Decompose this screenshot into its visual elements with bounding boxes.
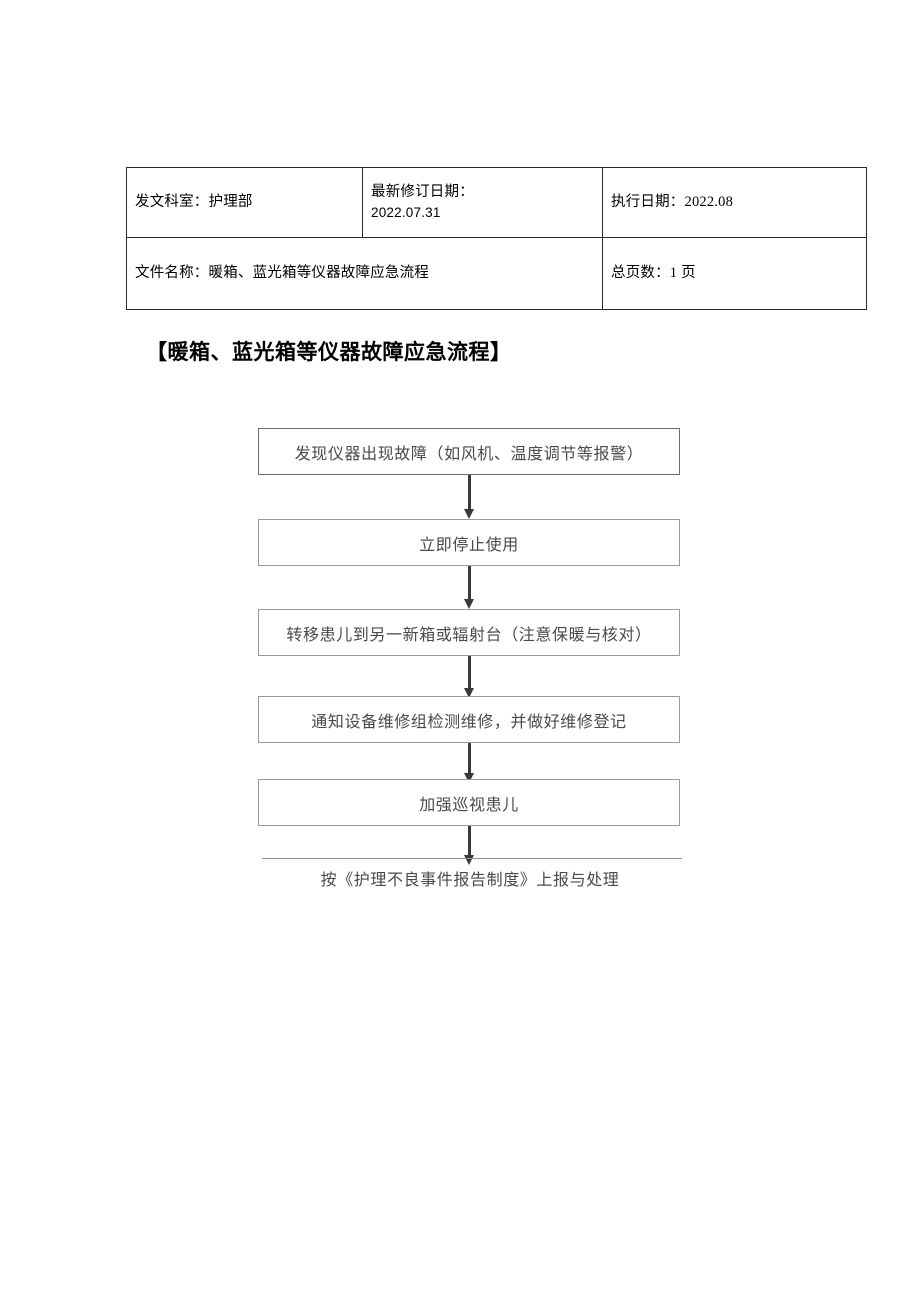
flow-step-3: 转移患儿到另一新箱或辐射台（注意保暖与核对） [258, 609, 680, 656]
flow-step-4-label: 通知设备维修组检测维修，并做好维修登记 [311, 713, 627, 731]
cell-revision-date: 最新修订日期： 2022.07.31 [362, 167, 603, 238]
revision-date-label: 最新修订日期： [371, 183, 474, 200]
flow-step-5: 加强巡视患儿 [258, 779, 680, 826]
cell-page-count: 总页数：1 页 [602, 237, 867, 310]
document-meta-table: 发文科室：护理部 最新修订日期： 2022.07.31 执行日期：2022.08… [126, 167, 867, 310]
flow-step-3-label: 转移患儿到另一新箱或辐射台（注意保暖与核对） [286, 626, 652, 644]
effective-date-text: 执行日期：2022.08 [611, 194, 734, 211]
cell-effective-date: 执行日期：2022.08 [602, 167, 867, 238]
flow-step-6-rule [262, 858, 682, 859]
flow-connector-3 [464, 656, 474, 698]
issuing-department-text: 发文科室：护理部 [135, 194, 253, 211]
flow-step-2: 立即停止使用 [258, 519, 680, 566]
file-name-text: 文件名称：暖箱、蓝光箱等仪器故障应急流程 [135, 265, 429, 282]
table-row: 文件名称：暖箱、蓝光箱等仪器故障应急流程 总页数：1 页 [126, 237, 867, 310]
flow-connector-4 [464, 743, 474, 783]
cell-issuing-department: 发文科室：护理部 [126, 167, 363, 238]
flow-step-6-label: 按《护理不良事件报告制度》上报与处理 [320, 872, 620, 889]
revision-date-value: 2022.07.31 [371, 205, 441, 221]
flow-step-1-label: 发现仪器出现故障（如风机、温度调节等报警） [294, 445, 644, 463]
flow-connector-2 [464, 566, 474, 609]
flow-connector-1 [464, 475, 474, 519]
flow-step-1: 发现仪器出现故障（如风机、温度调节等报警） [258, 428, 680, 475]
table-row: 发文科室：护理部 最新修订日期： 2022.07.31 执行日期：2022.08 [126, 167, 867, 238]
flow-step-4: 通知设备维修组检测维修，并做好维修登记 [258, 696, 680, 743]
flow-connector-5 [464, 826, 474, 865]
cell-file-name: 文件名称：暖箱、蓝光箱等仪器故障应急流程 [126, 237, 603, 310]
page-count-text: 总页数：1 页 [611, 265, 696, 282]
page-title: 【暖箱、蓝光箱等仪器故障应急流程】 [146, 341, 512, 364]
flow-step-2-label: 立即停止使用 [419, 536, 519, 554]
flow-step-5-label: 加强巡视患儿 [419, 796, 519, 814]
